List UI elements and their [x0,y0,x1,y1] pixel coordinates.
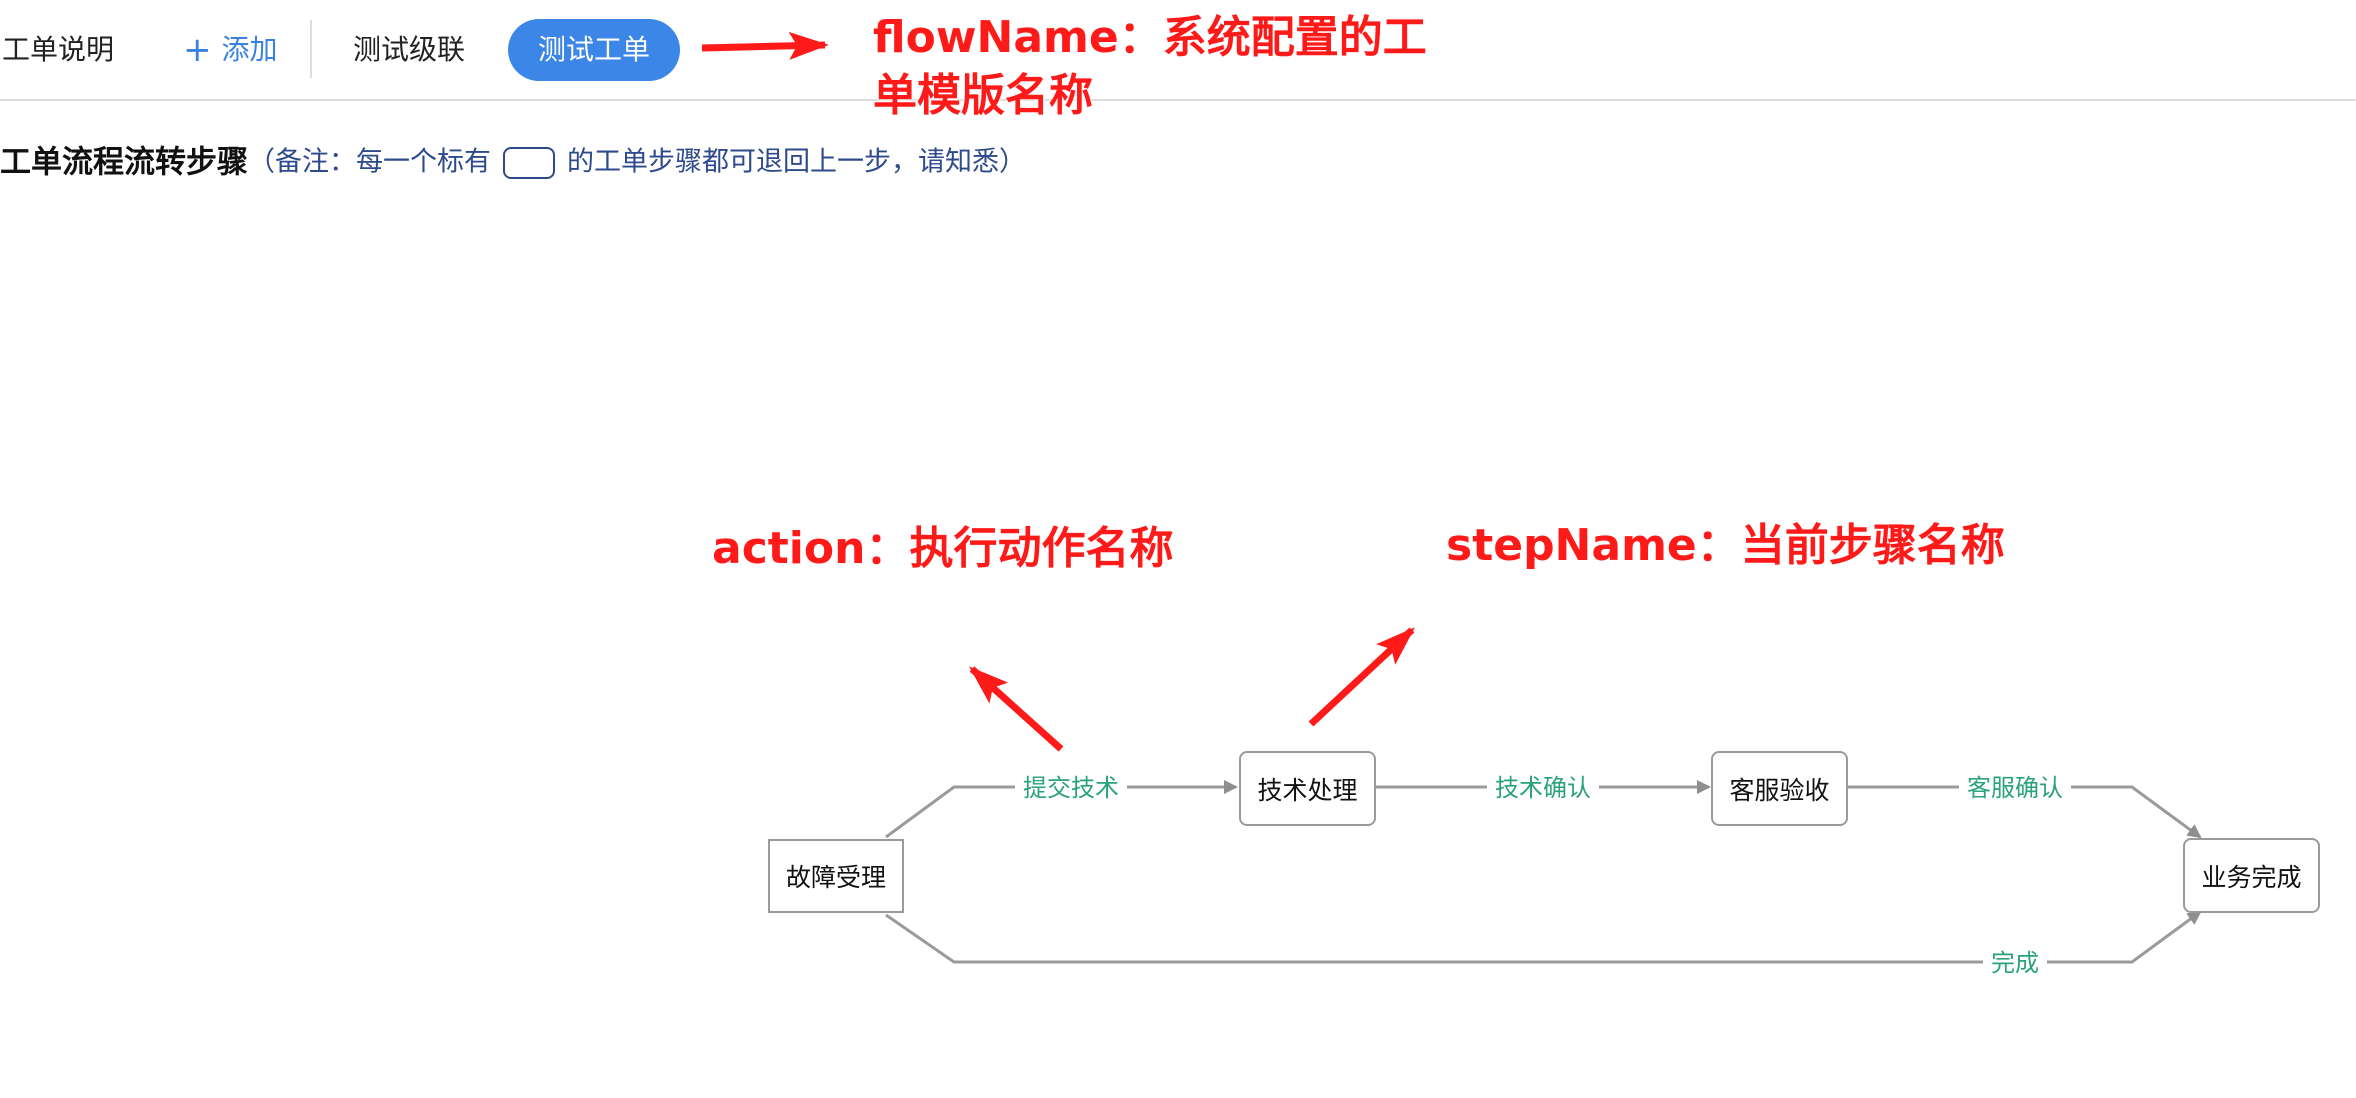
edge-cs-to-done [1847,785,2202,839]
node-tech-process[interactable]: 技术处理 [1239,751,1376,826]
annotation-arrow-stepname [1308,627,1415,727]
add-button-label: 添加 [221,33,278,66]
rollback-sample-box [503,146,555,179]
annotation-stepname: stepName：当前步骤名称 [1446,520,2005,571]
flow-note-prefix: （备注：每一个标有 [248,146,491,178]
flow-heading: 工单流程流转步骤（备注：每一个标有 的工单步骤都可退回上一步，请知悉） [0,140,1026,184]
node-cs-accept[interactable]: 客服验收 [1711,751,1848,826]
toolbar-divider [310,20,312,78]
node-business-done[interactable]: 业务完成 [2183,838,2320,913]
toolbar: 工单说明 + 添加 测试级联 测试工单 [0,0,2356,101]
annotation-arrow-flowname [701,31,829,60]
add-button[interactable]: + 添加 [183,26,278,74]
flow-title: 工单流程流转步骤 [0,144,248,181]
edge-label-submit-tech: 提交技术 [1015,773,1127,803]
tab-description[interactable]: 工单说明 [2,33,115,66]
edge-fault-to-done [885,910,2202,964]
edge-label-complete: 完成 [1983,948,2047,978]
edge-label-cs-confirm: 客服确认 [1959,773,2071,803]
annotation-action: action：执行动作名称 [712,523,1174,574]
plus-icon: + [183,30,212,70]
tab-cascade[interactable]: 测试级联 [353,33,466,66]
tab-test-workorder[interactable]: 测试工单 [508,19,680,81]
node-fault-accept[interactable]: 故障受理 [768,839,904,913]
edge-fault-to-tech [885,780,1238,839]
annotation-arrow-action [969,666,1064,752]
flow-note-suffix: 的工单步骤都可退回上一步，请知悉） [567,146,1026,178]
annotation-flowname: flowName：系统配置的工单模版名称 [873,12,1427,121]
edge-label-tech-confirm: 技术确认 [1487,773,1599,803]
